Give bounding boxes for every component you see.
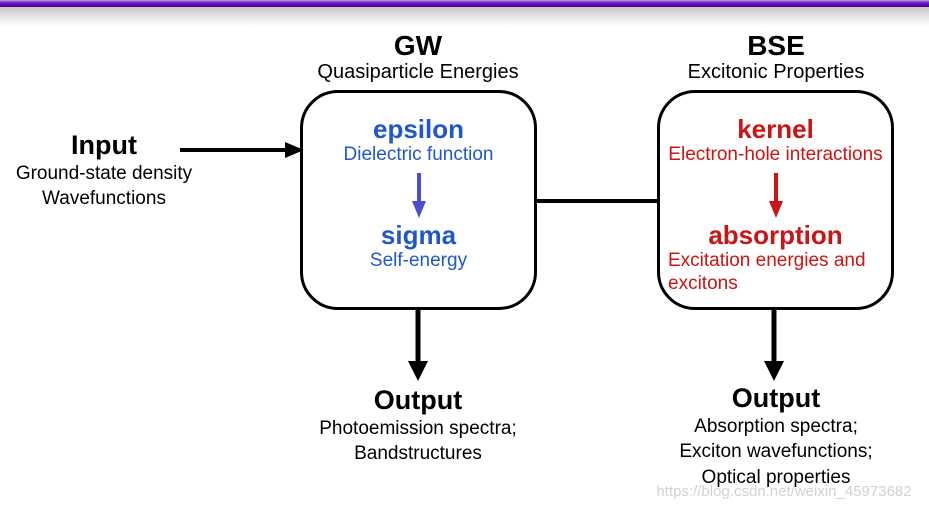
header-accent-bar (0, 0, 929, 7)
bse-module-kernel: kernel (737, 114, 814, 144)
bse-box: kernel Electron-hole interactions absorp… (657, 90, 894, 310)
bse-output-title: Output (731, 383, 821, 413)
gw-module-epsilon: epsilon (372, 114, 464, 144)
gw-output-line-1: Photoemission spectra; (319, 417, 517, 439)
input-right-arrow-icon (180, 142, 304, 158)
input-line-2: Wavefunctions (42, 188, 166, 210)
gw-output-title: Output (373, 385, 463, 415)
bse-module-absorption-desc: Excitation energies and excitons (668, 250, 866, 294)
bse-header-title: BSE (747, 30, 805, 61)
input-block: Input Ground-state density Wavefunctions (15, 130, 193, 212)
watermark-url: https://blog.csdn.net/weixin_45973682 (656, 483, 912, 500)
bse-header-subtitle: Excitonic Properties (687, 61, 865, 84)
gw-box: epsilon Dielectric function sigma Self-e… (300, 90, 537, 310)
bse-column-header: BSE Excitonic Properties (688, 31, 865, 84)
gw-bse-connector-line (535, 199, 659, 203)
bse-output-down-arrow-icon (764, 310, 784, 381)
gw-module-sigma-desc: Self-energy (369, 250, 468, 272)
bse-output-line-2: Exciton wavefunctions; (679, 441, 873, 463)
input-title: Input (71, 130, 137, 160)
bse-output-line-1: Absorption spectra; (694, 415, 858, 437)
bse-module-absorption: absorption (708, 219, 843, 250)
gw-output-block: Output Photoemission spectra; Bandstruct… (319, 385, 517, 467)
bse-module-kernel-desc: Electron-hole interactions (668, 144, 883, 166)
gw-output-down-arrow-icon (408, 310, 428, 381)
bse-output-block: Output Absorption spectra; Exciton wavef… (679, 383, 873, 491)
bse-kernel-to-absorption-down-arrow-icon (768, 172, 783, 218)
input-line-1: Ground-state density (15, 162, 193, 184)
gw-output-line-2: Bandstructures (354, 443, 482, 465)
gw-module-sigma: sigma (380, 219, 457, 250)
gw-column-header: GW Quasiparticle Energies (317, 31, 518, 84)
gw-epsilon-to-sigma-down-arrow-icon (411, 172, 426, 218)
gw-module-epsilon-desc: Dielectric function (343, 144, 494, 166)
bse-output-line-3: Optical properties (701, 466, 851, 488)
gw-header-title: GW (393, 30, 443, 61)
gw-header-subtitle: Quasiparticle Energies (317, 61, 519, 84)
header-fade-gradient (0, 7, 929, 26)
